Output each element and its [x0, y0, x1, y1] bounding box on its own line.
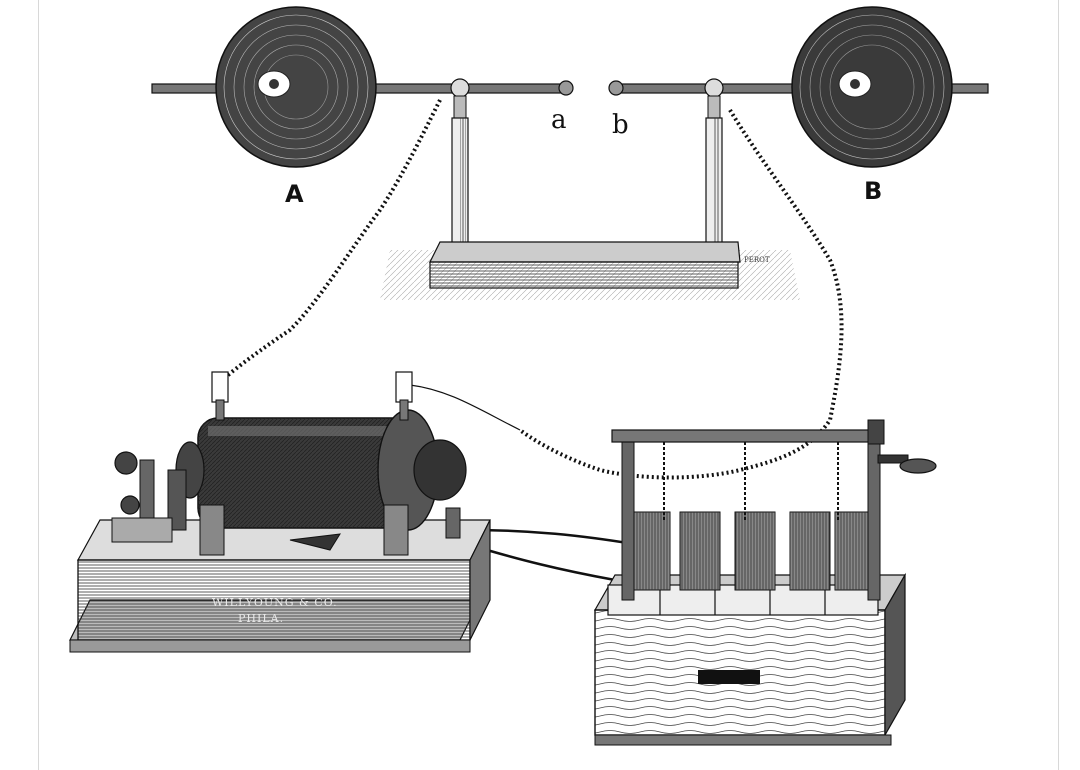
plunge-battery	[593, 419, 937, 746]
engraver-mark: PEROT	[744, 256, 770, 264]
maker-plate-line1: WILLYOUNG & CO.	[212, 596, 338, 609]
right-pillar	[704, 78, 724, 259]
label-terminal-b: b	[612, 110, 629, 140]
sphere-b	[791, 6, 953, 168]
terminal-ball-b	[608, 80, 624, 96]
induction-coil: WILLYOUNG & CO. PHILA.	[69, 371, 491, 653]
coiled-wire-left	[220, 99, 442, 382]
left-border	[38, 0, 39, 770]
battery-drawer-handle	[698, 670, 760, 684]
thin-wire	[409, 384, 521, 431]
connecting-cable	[469, 528, 641, 582]
label-terminal-a: a	[551, 105, 567, 135]
maker-plate-line2: PHILA.	[238, 612, 284, 625]
sphere-a	[215, 6, 377, 168]
terminal-ball-a	[558, 80, 574, 96]
right-border	[1058, 0, 1059, 770]
crank-handle	[899, 458, 937, 474]
label-sphere-a: A	[285, 180, 304, 208]
label-sphere-b: B	[864, 177, 882, 205]
left-pillar	[450, 78, 470, 259]
spark-gap-base: PEROT	[380, 241, 800, 300]
